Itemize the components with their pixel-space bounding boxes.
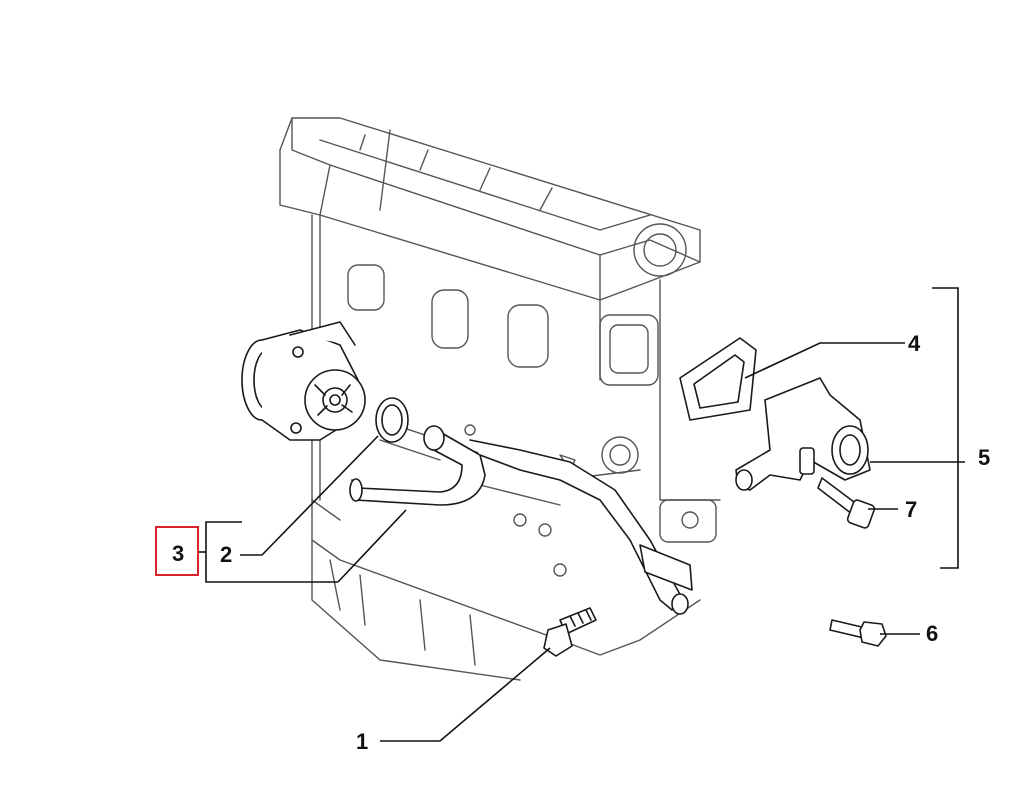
stud-bolt-1 xyxy=(543,607,597,657)
callout-1: 1 xyxy=(356,729,368,754)
coolant-pipe xyxy=(349,425,693,615)
leader-line-1 xyxy=(380,647,551,742)
group-bracket-5 xyxy=(932,287,959,569)
temperature-sensor xyxy=(817,477,876,529)
leader-line-4 xyxy=(744,342,905,379)
callout-2: 2 xyxy=(220,542,232,567)
callout-5: 5 xyxy=(978,445,990,470)
callout-3: 3 xyxy=(172,541,184,566)
thermostat-gasket xyxy=(679,337,757,421)
callout-6: 6 xyxy=(926,621,938,646)
callout-4: 4 xyxy=(908,331,921,356)
water-pump xyxy=(241,321,366,441)
bolt-6 xyxy=(829,619,887,647)
callout-3-highlight-box xyxy=(155,526,199,576)
callout-7: 7 xyxy=(905,497,917,522)
pump-o-ring xyxy=(375,397,409,443)
thermostat-housing xyxy=(735,377,871,491)
leader-line-3 xyxy=(337,509,407,583)
leader-line-2 xyxy=(240,435,379,556)
